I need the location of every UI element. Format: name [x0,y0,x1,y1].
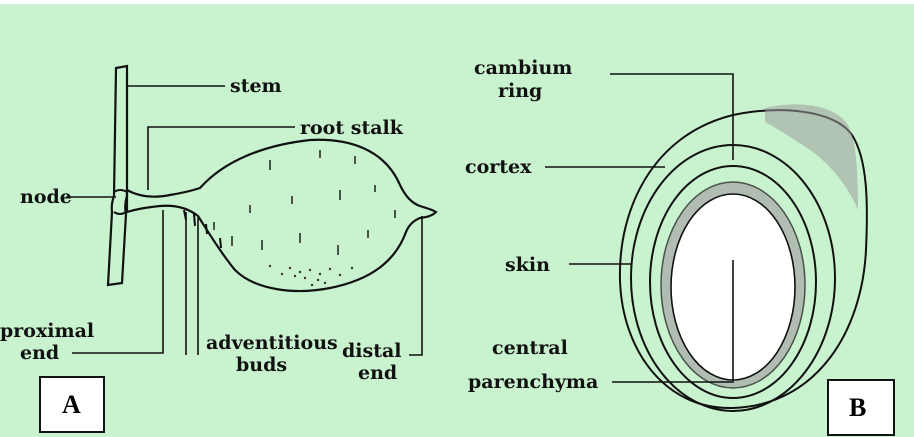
label-stem: stem [230,75,282,97]
label-proximal-end-line2: end [20,342,59,364]
label-adventitious-buds-line2: buds [236,354,287,376]
panel-b-letter: B [849,393,866,422]
label-distal-end-line2: end [358,362,397,384]
label-adventitious-buds-line1: adventitious [206,332,338,354]
label-cortex: cortex [465,156,532,178]
panel-b-letter-box: B [828,380,894,435]
top-white-strip [0,0,914,4]
panel-a-letter: A [62,390,81,419]
label-distal-end-line1: distal [342,340,402,362]
label-node: node [20,186,72,208]
label-central-parenchyma-line2: parenchyma [468,371,598,393]
label-skin: skin [505,254,550,276]
label-central-parenchyma-line1: central [492,337,568,359]
label-cambium-ring-line1: cambium [474,57,572,79]
label-proximal-end-line1: proximal [0,320,94,342]
panel-a-letter-box: A [40,377,104,432]
label-cambium-ring-line2: ring [498,80,542,102]
label-root-stalk: root stalk [300,117,404,139]
